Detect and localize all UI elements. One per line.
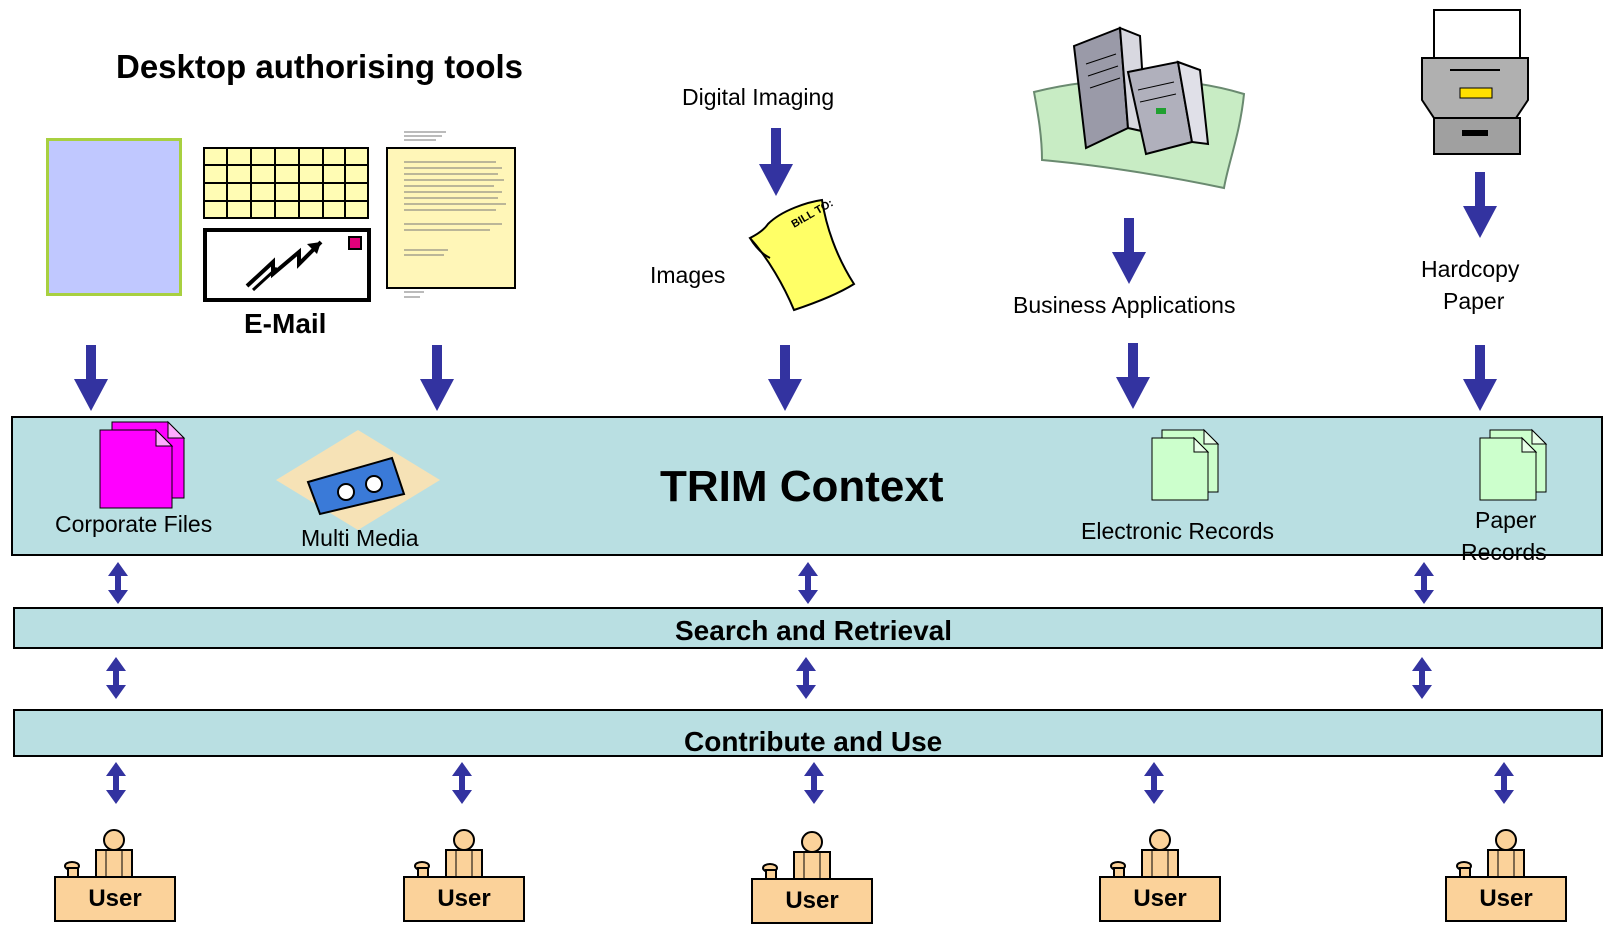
- arrow-down-icon: [1112, 218, 1146, 284]
- double-arrow-icon: [106, 762, 126, 804]
- double-arrow-icon: [106, 657, 126, 699]
- arrow-down-icon: [1116, 343, 1150, 409]
- electronic-records-icon: [1151, 428, 1220, 501]
- text-document-icon: [386, 131, 516, 298]
- user-person-icon: [1110, 829, 1179, 878]
- user-person-icon: [1456, 829, 1525, 878]
- user-desk: User: [403, 876, 525, 922]
- arrow-down-icon: [1463, 172, 1497, 238]
- corporate-files-icon: [99, 420, 186, 509]
- user-desk: User: [1099, 876, 1221, 922]
- corporate-files-label: Corporate Files: [55, 511, 213, 537]
- arrow-down-icon: [1463, 345, 1497, 411]
- chart-email-icon: [203, 228, 371, 302]
- double-arrow-icon: [1412, 657, 1432, 699]
- hardcopy-label: Hardcopy: [1421, 256, 1520, 282]
- user-person-icon: [64, 829, 133, 878]
- double-arrow-icon: [1414, 562, 1434, 604]
- user-desk: User: [1445, 876, 1567, 922]
- user-person-icon: [414, 829, 483, 878]
- double-arrow-icon: [798, 562, 818, 604]
- servers-icon: [1032, 26, 1246, 190]
- double-arrow-icon: [804, 762, 824, 804]
- user-desk: User: [54, 876, 176, 922]
- filing-cabinet-icon: [1421, 9, 1529, 155]
- business-applications-label: Business Applications: [1013, 292, 1236, 318]
- paper-records-label-line1: Paper: [1475, 507, 1537, 533]
- user-desk: User: [751, 878, 873, 924]
- paper-records-icon: [1479, 428, 1548, 501]
- word-document-icon: [46, 138, 182, 296]
- spreadsheet-icon: [203, 147, 369, 219]
- double-arrow-icon: [452, 762, 472, 804]
- arrow-down-icon: [74, 345, 108, 411]
- arrow-down-icon: [768, 345, 802, 411]
- double-arrow-icon: [1144, 762, 1164, 804]
- email-label: E-Mail: [244, 308, 327, 339]
- search-retrieval-label: Search and Retrieval: [675, 615, 953, 646]
- double-arrow-icon: [108, 562, 128, 604]
- arrow-down-icon: [759, 128, 793, 196]
- double-arrow-icon: [796, 657, 816, 699]
- images-label: Images: [650, 262, 726, 288]
- arrow-down-icon: [420, 345, 454, 411]
- contribute-use-label: Contribute and Use: [684, 726, 943, 757]
- electronic-records-label: Electronic Records: [1081, 518, 1275, 544]
- user-person-icon: [762, 831, 831, 880]
- search-retrieval-band: [13, 607, 1603, 649]
- contribute-use-band: [13, 709, 1603, 757]
- digital-imaging-label: Digital Imaging: [682, 84, 835, 110]
- double-arrow-icon: [1494, 762, 1514, 804]
- paper-records-label-line2: Records: [1461, 539, 1547, 565]
- desktop-tools-title: Desktop authorising tools: [116, 48, 524, 85]
- multimedia-icon: [276, 430, 440, 530]
- trim-context-title: TRIM Context: [660, 462, 944, 511]
- trim-context-band: [11, 416, 1603, 556]
- bill-image-icon: BILL TO:: [748, 197, 856, 312]
- multi-media-label: Multi Media: [301, 525, 419, 551]
- paper-label: Paper: [1443, 288, 1505, 314]
